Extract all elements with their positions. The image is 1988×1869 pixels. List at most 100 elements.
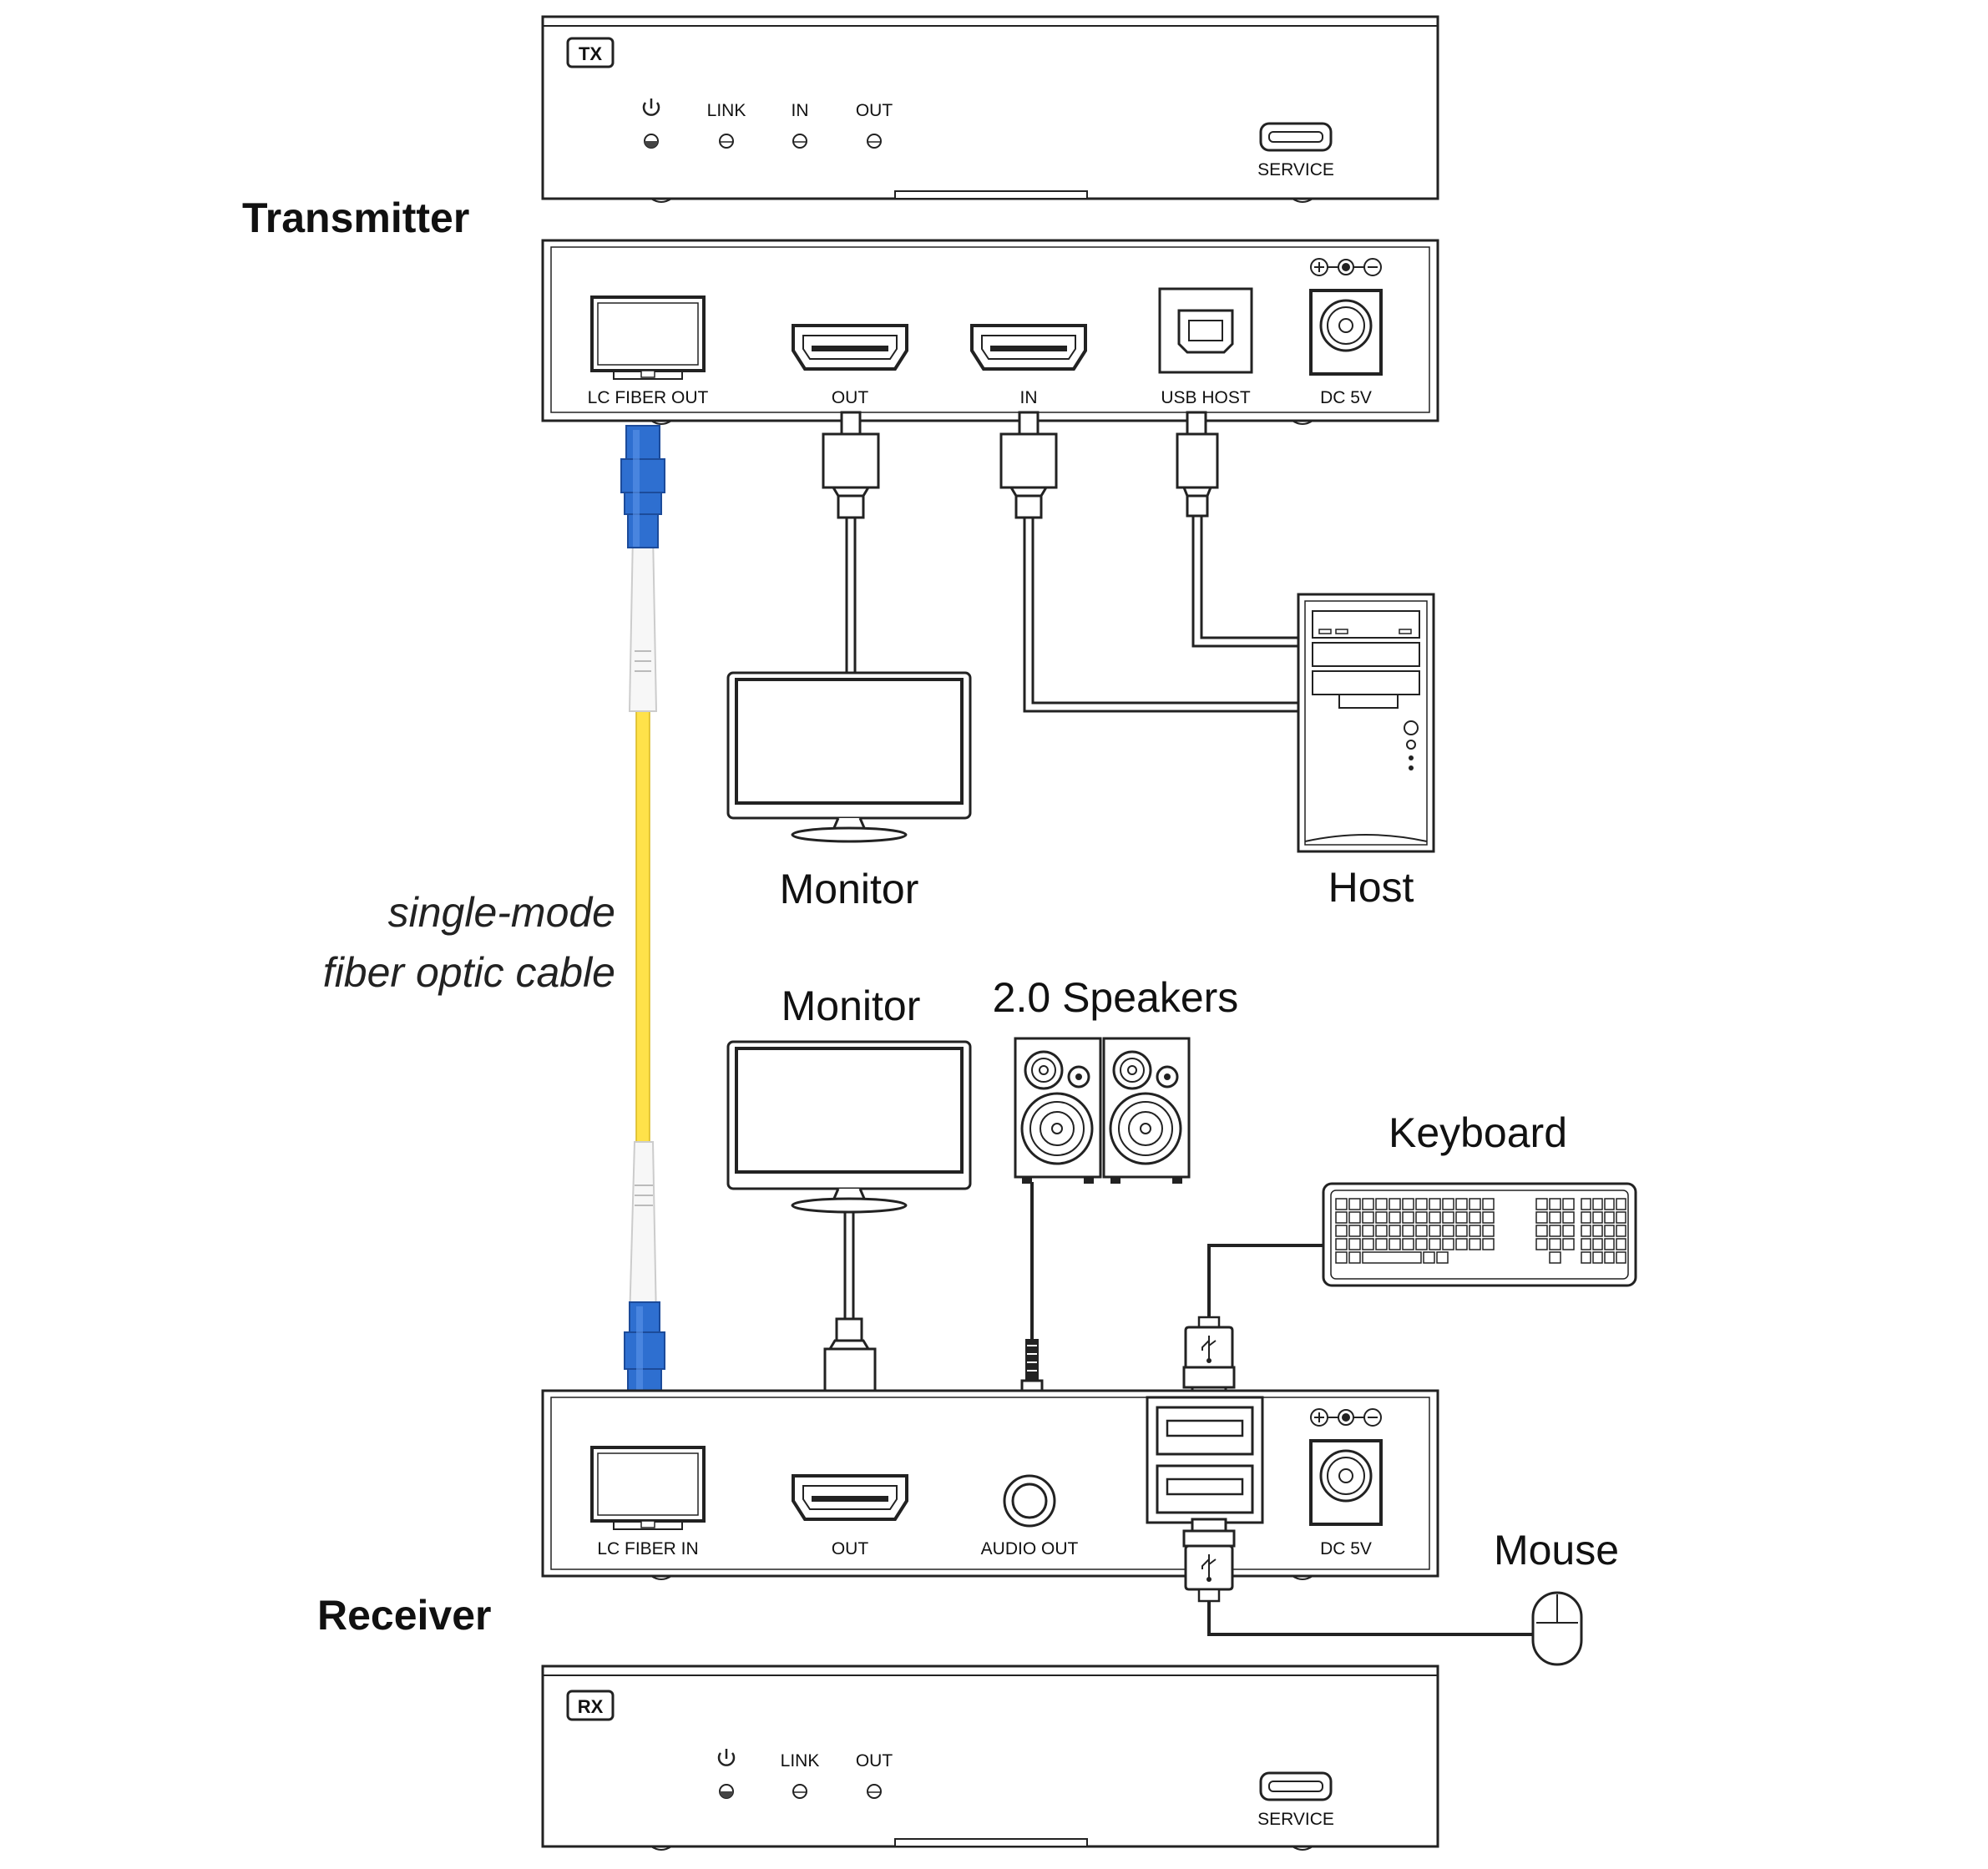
keyboard-key	[1604, 1225, 1615, 1237]
keyboard-key	[1375, 1198, 1388, 1210]
power-icon	[642, 99, 660, 116]
keyboard-key	[1592, 1238, 1603, 1250]
receiver-title: Receiver	[317, 1592, 492, 1639]
rx-front-panel: RX LINK OUT SERVICE	[541, 1664, 1439, 1851]
keyboard-key	[1442, 1198, 1454, 1210]
tx-badge: TX	[566, 37, 615, 68]
keyboard-key	[1402, 1198, 1414, 1210]
keyboard-key	[1335, 1238, 1348, 1250]
keyboard-key	[1604, 1238, 1615, 1250]
rx-monitor-icon	[726, 1040, 972, 1214]
rx-usb-ports[interactable]	[1146, 1396, 1264, 1524]
keyboard-key	[1562, 1211, 1575, 1224]
keyboard-key	[1581, 1238, 1591, 1250]
mouse-icon	[1531, 1591, 1583, 1666]
keyboard-icon	[1322, 1182, 1637, 1287]
keyboard-key	[1482, 1238, 1495, 1250]
tx-in-led	[792, 134, 807, 149]
keyboard-key	[1375, 1211, 1388, 1224]
fiber-optic-cable	[620, 425, 665, 1428]
keyboard-key	[1455, 1198, 1468, 1210]
keyboard-key	[1455, 1238, 1468, 1250]
tx-hdmi-out-cable	[822, 411, 880, 676]
keyboard-key	[1581, 1225, 1591, 1237]
tx-led-link-label: LINK	[707, 101, 746, 120]
rx-link-led	[792, 1784, 807, 1799]
keyboard-key	[1535, 1238, 1548, 1250]
keyboard-key	[1616, 1198, 1626, 1210]
keyboard-key	[1604, 1251, 1615, 1264]
tx-rear-panel: LC FIBER OUT OUT IN USB HOST	[541, 239, 1439, 425]
keyboard-label: Keyboard	[1389, 1109, 1567, 1156]
rx-monitor-label: Monitor	[782, 982, 921, 1029]
keyboard-key	[1429, 1198, 1441, 1210]
tx-port-out-label: OUT	[832, 388, 869, 407]
keyboard-key	[1389, 1238, 1401, 1250]
tx-port-lc-label: LC FIBER OUT	[588, 388, 709, 407]
keyboard-key	[1581, 1251, 1591, 1264]
svg-text:TX: TX	[579, 43, 602, 64]
tx-usb-host-port[interactable]	[1158, 287, 1253, 374]
keyboard-key	[1389, 1198, 1401, 1210]
keyboard-key	[1604, 1198, 1615, 1210]
keyboard-key	[1592, 1211, 1603, 1224]
tx-out-led	[867, 134, 882, 149]
mouse-cable	[1182, 1518, 1533, 1636]
keyboard-key	[1455, 1211, 1468, 1224]
mouse-label: Mouse	[1494, 1527, 1619, 1573]
keyboard-key	[1549, 1238, 1561, 1250]
rx-lc-fiber-port[interactable]	[590, 1446, 706, 1530]
host-pc-icon	[1297, 593, 1435, 853]
tx-monitor-icon	[726, 671, 972, 843]
rx-service-port[interactable]	[1259, 1771, 1333, 1801]
keyboard-key	[1375, 1238, 1388, 1250]
host-label: Host	[1328, 864, 1414, 911]
tx-led-out-label: OUT	[856, 101, 893, 120]
keyboard-key	[1362, 1211, 1374, 1224]
keyboard-key	[1348, 1225, 1361, 1237]
keyboard-key	[1592, 1251, 1603, 1264]
keyboard-key	[1581, 1198, 1591, 1210]
rx-led-link-label: LINK	[781, 1751, 820, 1770]
keyboard-key	[1592, 1198, 1603, 1210]
keyboard-key	[1562, 1238, 1575, 1250]
cable-label-line1: single-mode	[388, 889, 615, 936]
keyboard-key	[1469, 1211, 1481, 1224]
tx-led-in-label: IN	[792, 101, 809, 120]
speakers-icon	[1014, 1037, 1191, 1184]
tx-service-port[interactable]	[1259, 122, 1333, 152]
keyboard-key	[1442, 1225, 1454, 1237]
keyboard-key	[1335, 1211, 1348, 1224]
rx-audio-out-port[interactable]	[1003, 1474, 1056, 1528]
tx-lc-fiber-port[interactable]	[590, 296, 706, 380]
keyboard-key	[1436, 1251, 1449, 1264]
tx-link-led	[719, 134, 734, 149]
rx-out-led	[867, 1784, 882, 1799]
rx-rear-panel: LC FIBER IN OUT AUDIO OUT	[541, 1389, 1439, 1580]
keyboard-key	[1469, 1225, 1481, 1237]
keyboard-key	[1348, 1238, 1361, 1250]
keyboard-key	[1335, 1225, 1348, 1237]
rx-dc-power-port[interactable]	[1309, 1439, 1383, 1526]
keyboard-key	[1335, 1251, 1348, 1264]
tx-dc-power-port[interactable]	[1309, 289, 1383, 376]
keyboard-key	[1415, 1238, 1428, 1250]
rx-port-out-label: OUT	[832, 1539, 869, 1558]
keyboard-key	[1535, 1198, 1548, 1210]
tx-hdmi-out-port[interactable]	[792, 324, 908, 371]
keyboard-key	[1415, 1198, 1428, 1210]
tx-hdmi-in-cable	[999, 411, 1298, 713]
keyboard-key	[1402, 1211, 1414, 1224]
tx-hdmi-in-port[interactable]	[970, 324, 1087, 371]
keyboard-key	[1429, 1238, 1441, 1250]
keyboard-key	[1402, 1225, 1414, 1237]
keyboard-key	[1389, 1211, 1401, 1224]
rx-hdmi-out-port[interactable]	[792, 1474, 908, 1521]
keyboard-key	[1348, 1211, 1361, 1224]
rx-badge: RX	[566, 1690, 615, 1721]
tx-usb-cable	[1176, 411, 1298, 648]
polarity-icon	[1310, 1408, 1382, 1427]
keyboard-key	[1423, 1251, 1435, 1264]
keyboard-key	[1348, 1251, 1361, 1264]
keyboard-key	[1616, 1225, 1626, 1237]
